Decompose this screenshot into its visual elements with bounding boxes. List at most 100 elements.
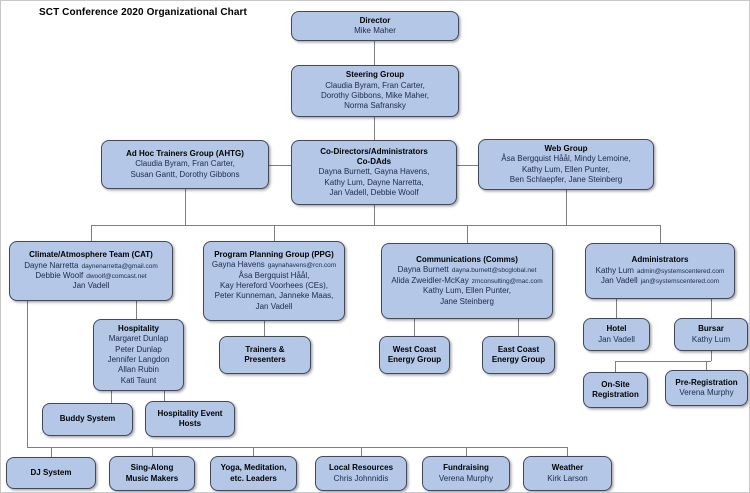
org-box-yoga-meditation: Yoga, Meditation, etc. Leaders	[210, 456, 297, 491]
box-heading: Web Group	[544, 143, 588, 153]
box-heading: Administrators	[631, 255, 689, 265]
box-member: Jane Steinberg	[440, 296, 494, 306]
connector-bus-cat	[91, 225, 92, 241]
box-heading: Yoga, Meditation,	[220, 463, 287, 473]
box-heading: Climate/Atmosphere Team (CAT)	[29, 250, 153, 260]
box-member: Jennifer Langdon	[107, 355, 170, 364]
connector-comms-westcoast	[414, 319, 415, 336]
org-box-trainers-presenters: Trainers & Presenters	[219, 336, 311, 374]
connector-bus-singalong	[152, 447, 153, 456]
connector-admins-hotel	[616, 299, 617, 318]
box-heading: Pre-Registration	[675, 377, 738, 387]
box-heading: Music Makers	[125, 473, 179, 483]
connector-cat-bottom-bus	[27, 301, 28, 447]
connector-bus-ppg	[274, 225, 275, 241]
connector-comms-eastcoast	[518, 319, 519, 336]
box-heading: Registration	[592, 390, 639, 399]
box-member: Dayna Burnett, Gayna Havens,	[318, 167, 430, 177]
org-box-weather: Weather Kirk Larson	[523, 456, 612, 491]
box-heading: Bursar	[698, 324, 724, 334]
box-heading: Presenters	[244, 355, 286, 364]
box-heading: Energy Group	[387, 355, 442, 364]
org-box-hotel: Hotel Jan Vadell	[583, 318, 650, 351]
box-heading: West Coast	[392, 344, 437, 354]
box-member: Kathy Lum	[691, 334, 731, 344]
connector-ahtg-bus	[185, 189, 186, 225]
chart-title: SCT Conference 2020 Organizational Chart	[39, 7, 247, 18]
connector-bursar-elbow	[711, 351, 712, 361]
box-heading: Program Planning Group (PPG)	[214, 249, 334, 259]
box-heading: Hosts	[178, 419, 202, 428]
box-heading: Hotel	[606, 324, 627, 334]
connector-bus-comms	[467, 225, 468, 243]
box-member: Åsa Bergquist Håål,	[238, 270, 310, 280]
box-member: Kay Hereford Voorhees (CEs),	[219, 281, 329, 291]
box-member: Åsa Bergquist Håål, Mindy Lemoine,	[501, 154, 631, 164]
connector-cat-hospitality	[136, 301, 137, 319]
box-heading: Director	[359, 15, 391, 25]
box-member: Claudia Byram, Fran Carter,	[135, 159, 235, 169]
connector-bus-onsite	[615, 361, 616, 372]
connector-bus-administrators	[660, 225, 661, 243]
box-heading: Steering Group	[345, 70, 405, 80]
box-heading: Co-DAds	[356, 156, 392, 166]
member-email: zmconsulting@mac.com	[471, 277, 543, 285]
box-member: Kati Taunt	[120, 375, 157, 385]
box-member: Kathy Lum, Ellen Punter,	[422, 286, 512, 296]
box-member: Peter Kunneman, Janneke Maas,	[214, 291, 334, 301]
box-member: Allan Rubin	[118, 365, 159, 375]
box-member: Jan Vadell	[255, 301, 293, 311]
box-member: Jan Vadell	[72, 281, 110, 291]
box-member: Ben Schlaepfer, Jane Steinberg	[509, 174, 623, 184]
box-heading: Co-Directors/Administrators	[320, 146, 428, 156]
connector-ppg-trainers	[264, 321, 265, 336]
box-member: Kathy Lum, Dayne Narretta,	[324, 177, 424, 187]
box-member: Peter Dunlap	[115, 344, 162, 354]
box-member: Jan Vadell	[598, 334, 635, 344]
box-heading: Sing-Along	[130, 463, 174, 473]
connector-steering-codads	[374, 117, 375, 140]
connector-web-bus	[566, 190, 567, 225]
box-heading: Weather	[551, 463, 584, 473]
org-box-co-dads: Co-Directors/Administrators Co-DAds Dayn…	[291, 140, 457, 205]
box-member: Norma Safransky	[344, 101, 406, 111]
org-box-director: Director Mike Maher	[291, 11, 459, 41]
member-email: daynenarretta@gmail.com	[81, 262, 158, 270]
connector-hospitality-eventhosts	[164, 391, 165, 401]
box-member: Susan Gantt, Dorothy Gibbons	[130, 169, 240, 179]
connector-bus-yoga	[253, 447, 254, 456]
box-member: Verena Murphy	[438, 473, 494, 483]
org-box-pre-registration: Pre-Registration Verena Murphy	[665, 370, 748, 406]
box-heading: Local Resources	[328, 463, 394, 473]
org-box-local-resources: Local Resources Chris Johnnidis	[315, 456, 407, 491]
member-email: admin@systemscentered.com	[636, 267, 725, 275]
box-member: Jan Vadell, Debbie Woolf	[329, 188, 419, 198]
box-heading: Hospitality	[118, 323, 159, 333]
box-heading: Buddy System	[59, 414, 116, 424]
org-box-cat: Climate/Atmosphere Team (CAT) Dayne Narr…	[9, 241, 173, 301]
connector-level4-bus	[91, 225, 660, 226]
connector-bottom-bus	[27, 447, 567, 448]
org-box-buddy-system: Buddy System	[42, 403, 133, 436]
org-box-web-group: Web Group Åsa Bergquist Håål, Mindy Lemo…	[478, 139, 654, 190]
box-heading: Hospitality Event	[157, 408, 223, 418]
org-box-sing-along: Sing-Along Music Makers	[109, 456, 195, 491]
connector-bus-weather	[567, 447, 568, 456]
member-email: dwoolf@comcast.net	[86, 273, 147, 280]
org-box-ppg: Program Planning Group (PPG) Gayna Haven…	[203, 241, 345, 321]
connector-codads-web	[457, 165, 478, 166]
box-member: Claudia Byram, Fran Carter,	[325, 80, 425, 90]
box-heading: Ad Hoc Trainers Group (AHTG)	[126, 148, 244, 158]
box-member: Kathy Lum, Ellen Punter,	[521, 164, 611, 174]
box-heading: Energy Group	[491, 355, 546, 364]
org-box-bursar: Bursar Kathy Lum	[674, 318, 748, 351]
org-box-onsite-registration: On-Site Registration	[583, 372, 648, 408]
